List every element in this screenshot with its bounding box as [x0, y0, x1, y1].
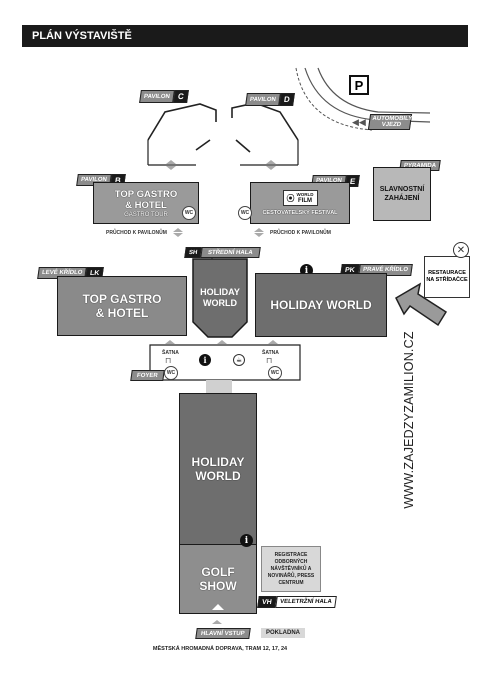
pavilon-c-tag: PAVILON C — [139, 90, 189, 103]
page-title: PLÁN VÝSTAVIŠTĚ — [22, 25, 468, 47]
pavilon-e-subtitle: CESTOVATELSKÝ FESTIVAL — [262, 210, 338, 216]
cloakroom-left: ŠATNA — [162, 350, 179, 356]
hanger-icon: ⊓ — [266, 356, 273, 365]
great-hall-tag: VH VELETRŽNÍ HALA — [257, 596, 337, 608]
arrow-up-icon — [266, 160, 276, 164]
right-wing: HOLIDAY WORLD — [255, 273, 387, 337]
arrow-up-icon — [254, 228, 264, 232]
pavilon-b-title: TOP GASTRO & HOTEL — [114, 188, 178, 211]
arrow-up-icon — [165, 340, 175, 344]
world-film-logo: ⦿ WORLD FILM — [282, 190, 318, 206]
pavilon-e: ⦿ WORLD FILM CESTOVATELSKÝ FESTIVAL — [250, 182, 350, 224]
cutlery-icon: ✕ — [453, 242, 469, 258]
cafe-icon: ☕ — [233, 354, 245, 366]
arrow-down-icon — [172, 233, 183, 237]
arrow-up-icon — [268, 340, 278, 344]
arrow-up-icon — [212, 604, 224, 610]
central-hall-title: HOLIDAY WORLD — [200, 287, 240, 308]
public-transport: MĚSTSKÁ HROMADNÁ DOPRAVA, TRAM 12, 17, 2… — [152, 646, 288, 652]
foyer-tag: FOYER — [130, 370, 165, 381]
pavilon-d-tag: PAVILON D — [245, 93, 295, 106]
arrow-down-icon — [254, 233, 264, 237]
arrow-up-icon — [172, 228, 183, 232]
great-hall: HOLIDAY WORLD — [179, 393, 257, 545]
main-entrance: HLAVNÍ VSTUP — [195, 628, 251, 639]
double-chevron-left-icon: ◀◀ — [352, 116, 366, 127]
film-reel-icon: ⦿ — [286, 193, 295, 203]
arrow-down-icon — [166, 166, 176, 170]
ticket-office: POKLADNA — [261, 628, 305, 638]
pyramida: SLAVNOSTNÍ ZAHÁJENÍ — [373, 167, 431, 221]
left-wing: TOP GASTRO & HOTEL — [57, 276, 187, 336]
info-icon: i — [199, 354, 211, 366]
arrow-up-icon — [212, 620, 222, 624]
cars-entry: ◀◀ AUTOMOBILY VJEZD — [352, 114, 413, 130]
central-hall-tag: SH STŘEDNÍ HALA — [184, 247, 261, 258]
pavilon-b: TOP GASTRO & HOTEL GASTRO TOUR — [93, 182, 199, 224]
wc-icon: WC — [182, 206, 196, 220]
central-hall-shape — [192, 258, 248, 338]
pavilon-b-subtitle: GASTRO TOUR — [124, 211, 168, 218]
website-url: WWW.ZAJEDZYZAMILION.CZ — [402, 331, 416, 509]
arrow-up-icon — [217, 340, 227, 344]
arrow-down-icon — [266, 166, 276, 170]
info-icon: i — [240, 534, 253, 547]
hanger-icon: ⊓ — [165, 356, 172, 365]
arrow-up-icon — [166, 160, 176, 164]
cloakroom-right: ŠATNA — [262, 350, 279, 356]
wc-icon: WC — [268, 366, 282, 380]
passage-left: PRŮCHOD K PAVILONŮM — [106, 228, 183, 237]
registration: REGISTRACE ODBORNÝCH NÁVŠTĚVNÍKŮ A NOVIN… — [261, 546, 321, 592]
restaurant: RESTAURACE NA STŘÍDAČCE — [424, 256, 470, 298]
wc-icon: WC — [238, 206, 252, 220]
passage-right: PRŮCHOD K PAVILONŮM — [254, 228, 331, 237]
wc-icon: WC — [164, 366, 178, 380]
golf-show: GOLF SHOW — [179, 544, 257, 614]
parking-sign: P — [349, 75, 369, 95]
